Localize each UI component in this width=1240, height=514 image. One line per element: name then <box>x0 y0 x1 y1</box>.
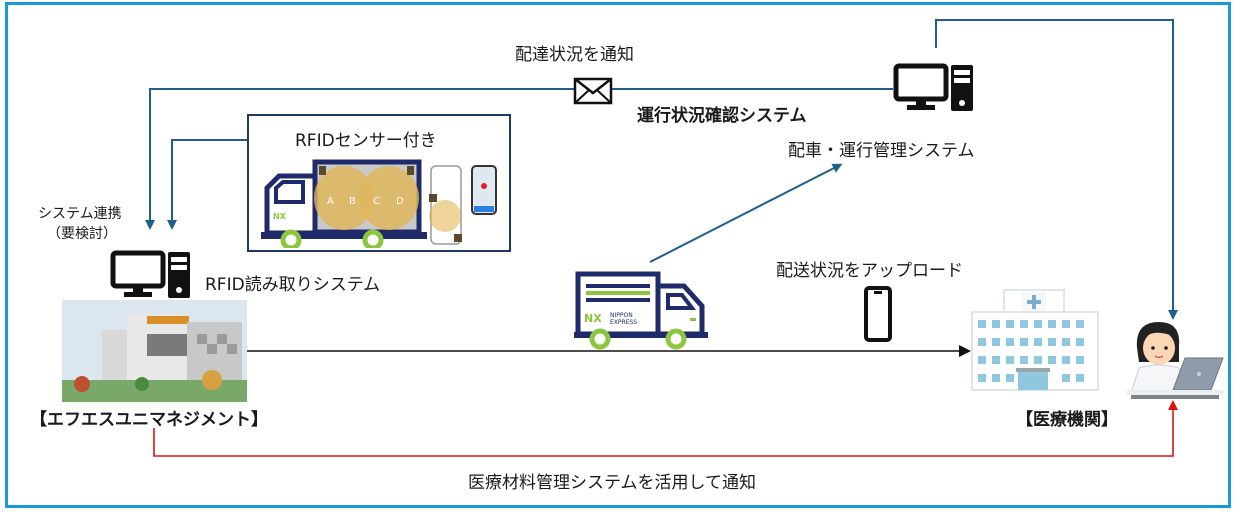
truck-brand-line1: NIPPON <box>610 312 633 319</box>
rfid-zone-b: B <box>349 196 356 207</box>
warehouse-illustration <box>62 300 247 402</box>
truck-to-dispatch-arrow <box>649 163 843 263</box>
delivery-notice-label: 配達状況を通知 <box>515 45 634 65</box>
system-link-note: （要検討） <box>47 226 117 242</box>
svg-text:NX: NX <box>273 212 287 221</box>
notification-arrow <box>153 400 1178 457</box>
system-link-label: システム連携 <box>38 206 122 222</box>
hospital-windows <box>978 320 1084 382</box>
rfid-zone-a: A <box>327 196 334 207</box>
operation-status-system-label: 運行状況確認システム <box>637 106 807 126</box>
dispatch-system-label: 配車・運行管理システム <box>788 141 975 161</box>
truck-brand-line2: EXPRESS <box>610 319 637 326</box>
sender-label: 【エフエスユニマネジメント】 <box>30 410 268 430</box>
computer-icon <box>893 63 973 111</box>
rfid-reader-system-label: RFID読み取りシステム <box>205 275 381 295</box>
envelope-icon <box>573 77 613 105</box>
notice-arrow <box>145 88 893 230</box>
hospital-icon <box>971 289 1099 391</box>
truck-logo: NX <box>584 312 602 325</box>
rfid-sensor-label: RFIDセンサー付き <box>295 131 437 151</box>
medical-material-notice-label: 医療材料管理システムを活用して通知 <box>468 473 756 493</box>
truck-icon: NX NIPPON EXPRESS <box>574 271 708 350</box>
diagram-frame <box>5 2 1231 508</box>
upload-status-label: 配送状況をアップロード <box>776 261 963 281</box>
building-photo <box>62 300 247 402</box>
rfid-sensor-panel: RFIDセンサー付き A B C D NX <box>247 114 511 252</box>
doctor-icon <box>1127 322 1224 399</box>
rfid-link-arrow <box>167 139 247 230</box>
receiver-label: 【医療機関】 <box>1016 410 1118 430</box>
rfid-zone-c: C <box>373 196 380 207</box>
rfid-truck-illustration: A B C D NX <box>261 159 497 248</box>
rfid-zone-d: D <box>396 196 404 207</box>
status-to-clinic-arrow <box>935 19 1178 320</box>
rfid-reader-computer-icon <box>110 250 190 298</box>
smartphone-icon <box>864 286 892 342</box>
